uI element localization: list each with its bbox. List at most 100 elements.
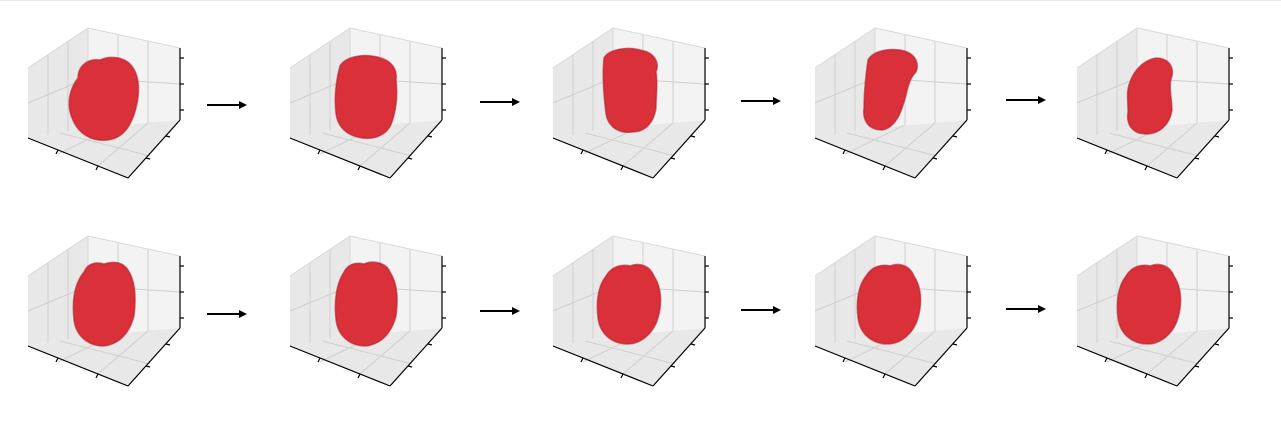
tick-mark bbox=[55, 149, 59, 155]
right-arrow-icon bbox=[480, 307, 520, 315]
tick-mark bbox=[427, 343, 433, 346]
y-axis-line bbox=[389, 119, 443, 179]
tick-mark bbox=[580, 357, 584, 363]
y-axis-line bbox=[1176, 119, 1230, 179]
x-axis-line bbox=[1076, 345, 1178, 387]
grid-line bbox=[622, 122, 674, 167]
shape-outline bbox=[334, 54, 398, 140]
tick-mark bbox=[952, 135, 958, 138]
grid-line bbox=[1108, 340, 1200, 365]
tick-mark bbox=[670, 365, 676, 368]
shape-outline bbox=[862, 48, 918, 131]
tick-mark bbox=[165, 343, 171, 346]
shape-outline bbox=[334, 261, 398, 347]
grid-line bbox=[1146, 330, 1198, 375]
x-axis-line bbox=[289, 345, 391, 387]
x-axis-line bbox=[814, 137, 916, 179]
tick-mark bbox=[932, 157, 938, 160]
tick-mark bbox=[1214, 343, 1220, 346]
y-axis-line bbox=[127, 119, 181, 179]
red-3d-shape bbox=[334, 261, 398, 347]
grid-line bbox=[884, 122, 936, 167]
axes-3d-panel bbox=[27, 27, 184, 179]
y-axis-line bbox=[127, 327, 181, 387]
grid-line bbox=[97, 122, 149, 167]
grid-line bbox=[622, 330, 674, 375]
x-axis-line bbox=[27, 345, 129, 387]
right-arrow-icon bbox=[741, 97, 781, 105]
shape-body bbox=[857, 264, 921, 344]
grid-line bbox=[359, 330, 411, 375]
x-axis-line bbox=[552, 137, 654, 179]
red-3d-shape bbox=[68, 56, 140, 142]
x-axis-line bbox=[289, 137, 391, 179]
grid-line bbox=[584, 340, 676, 365]
tick-mark bbox=[1104, 357, 1108, 363]
shape-body bbox=[335, 262, 398, 346]
shape-outline bbox=[856, 263, 922, 345]
grid-line bbox=[59, 340, 151, 365]
grid-line bbox=[884, 330, 936, 375]
grid-line bbox=[359, 122, 411, 167]
shape-body bbox=[335, 55, 397, 139]
pane-left bbox=[553, 28, 613, 138]
y-axis-line bbox=[389, 327, 443, 387]
tick-mark bbox=[670, 157, 676, 160]
shape-outline bbox=[1116, 263, 1182, 345]
red-3d-shape bbox=[602, 47, 658, 134]
right-arrow-icon bbox=[480, 98, 520, 106]
right-arrow-icon bbox=[1006, 96, 1046, 104]
right-arrow-icon bbox=[207, 101, 247, 109]
grid-line bbox=[584, 132, 676, 157]
tick-mark bbox=[55, 357, 59, 363]
tick-mark bbox=[407, 157, 413, 160]
tick-mark bbox=[317, 149, 321, 155]
shape-outline bbox=[68, 56, 140, 142]
pane-left bbox=[1077, 28, 1137, 138]
grid-line bbox=[321, 340, 413, 365]
y-axis-line bbox=[652, 119, 706, 179]
tick-mark bbox=[95, 165, 99, 171]
tick-mark bbox=[1104, 149, 1108, 155]
grid-line bbox=[1108, 132, 1200, 157]
right-arrow-icon bbox=[207, 310, 247, 318]
shape-body bbox=[69, 57, 139, 141]
grid-line bbox=[321, 132, 413, 157]
grid-line bbox=[846, 132, 938, 157]
tick-mark bbox=[317, 357, 321, 363]
y-axis-line bbox=[1176, 327, 1230, 387]
tick-mark bbox=[690, 343, 696, 346]
tick-mark bbox=[1144, 165, 1148, 171]
shape-outline bbox=[72, 261, 136, 347]
tick-mark bbox=[842, 357, 846, 363]
tick-mark bbox=[690, 135, 696, 138]
shape-outline bbox=[602, 47, 658, 134]
red-3d-shape bbox=[1126, 57, 1174, 135]
grid-line bbox=[844, 124, 906, 155]
top-border bbox=[0, 0, 1281, 1]
grid-line bbox=[59, 132, 151, 157]
y-axis-line bbox=[914, 119, 968, 179]
pane-left bbox=[28, 236, 88, 346]
shape-body bbox=[603, 48, 658, 133]
tick-mark bbox=[357, 373, 361, 379]
red-3d-shape bbox=[72, 261, 136, 347]
tick-mark bbox=[842, 149, 846, 155]
tick-mark bbox=[95, 373, 99, 379]
red-3d-shape bbox=[334, 54, 398, 140]
tick-mark bbox=[580, 149, 584, 155]
tick-mark bbox=[882, 373, 886, 379]
shape-body bbox=[863, 49, 918, 130]
tick-mark bbox=[145, 157, 151, 160]
tick-mark bbox=[952, 343, 958, 346]
pane-left bbox=[815, 28, 875, 138]
shape-body bbox=[597, 264, 661, 344]
grid-line bbox=[97, 330, 149, 375]
red-3d-shape bbox=[862, 48, 918, 131]
tick-mark bbox=[1144, 373, 1148, 379]
grid-line bbox=[1146, 122, 1198, 167]
right-arrow-icon bbox=[1006, 305, 1046, 313]
tick-mark bbox=[620, 165, 624, 171]
tick-mark bbox=[1194, 157, 1200, 160]
